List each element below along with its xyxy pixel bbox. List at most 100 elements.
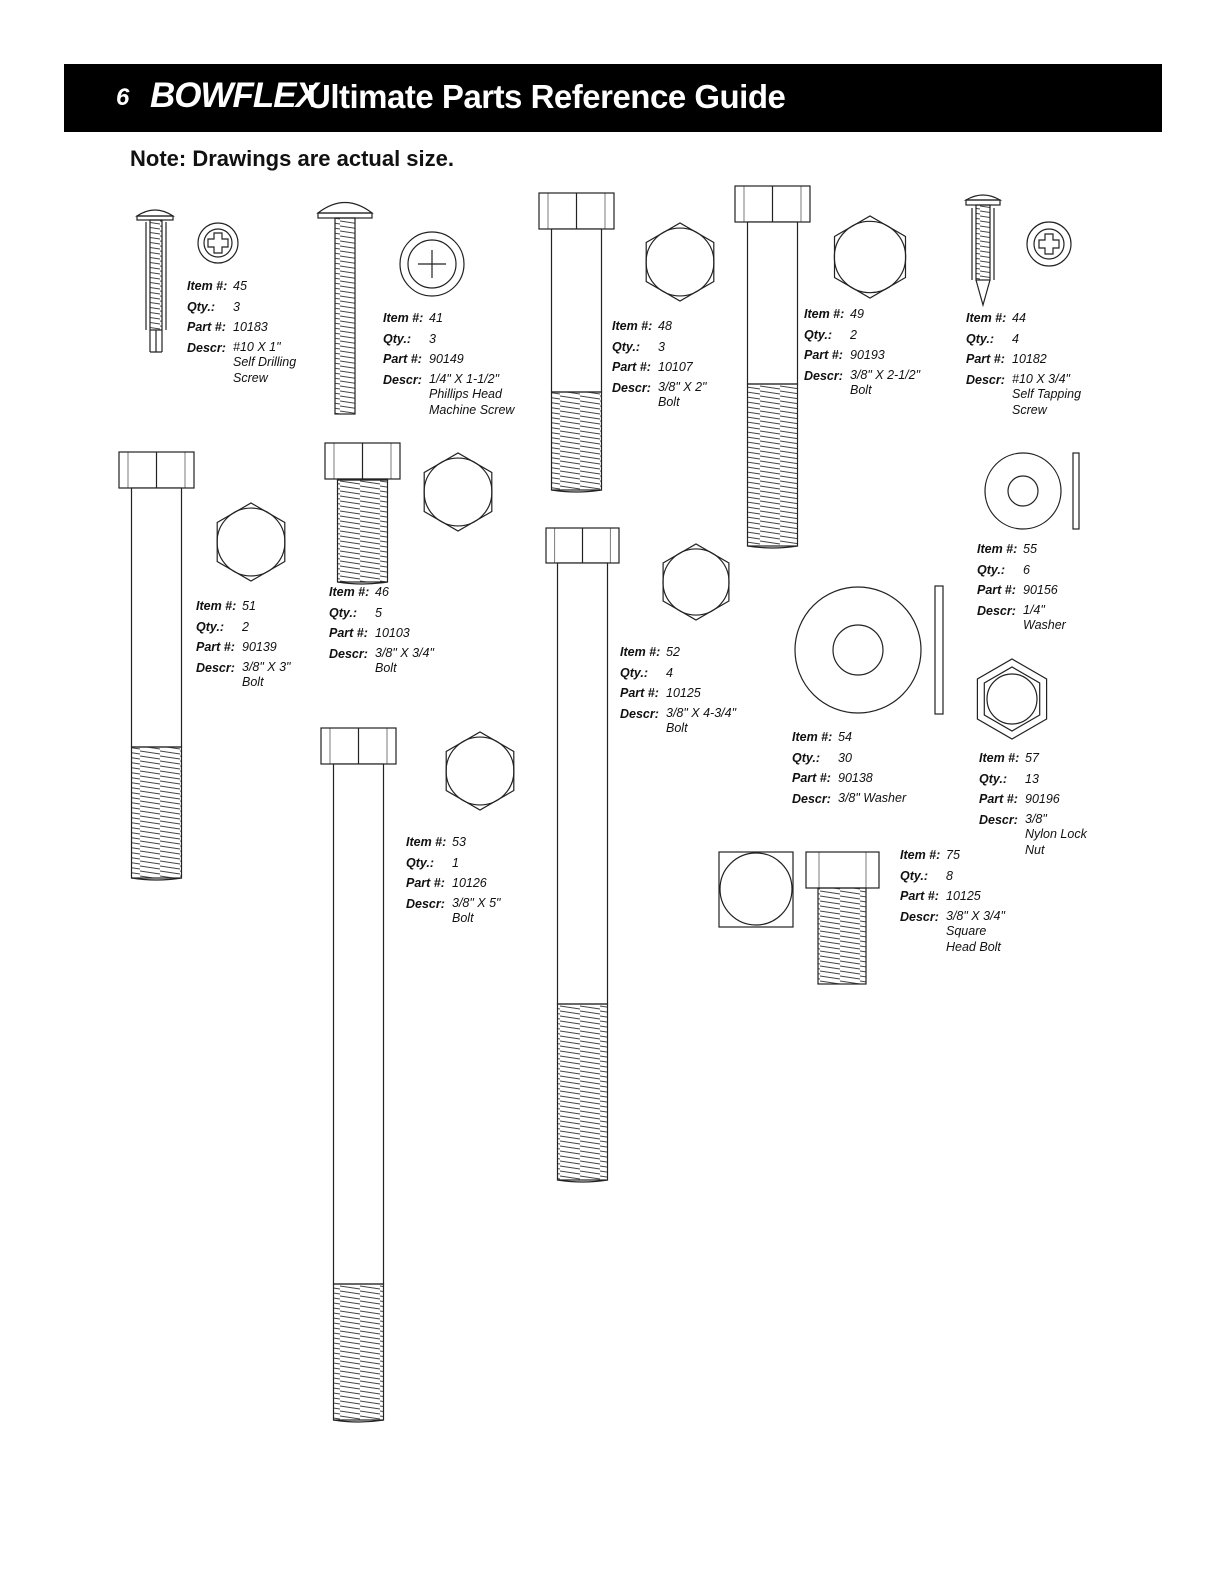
descr-line: Screw <box>1012 402 1047 417</box>
qty-value: 5 <box>375 605 382 620</box>
descr-line: 3/8" X 3/4" <box>375 645 434 660</box>
descr-line: Machine Screw <box>429 402 515 417</box>
descr-line: Phillips Head <box>429 387 502 402</box>
page-title: Ultimate Parts Reference Guide <box>307 78 786 115</box>
part-value: 90139 <box>242 640 277 655</box>
descr-key: Descr: <box>196 660 235 675</box>
part-value: 10103 <box>375 626 410 641</box>
part-value: 10125 <box>946 889 981 904</box>
brand-logo: BOWFLEX <box>150 76 319 115</box>
qty-key: Qty.: <box>383 331 412 346</box>
descr-value: 3/8" X 3/4"Bolt <box>375 644 434 677</box>
qty-key: Qty.: <box>406 855 435 870</box>
qty-value: 8 <box>946 868 953 883</box>
qty-key: Qty.: <box>620 665 649 680</box>
item-value: 53 <box>452 835 466 849</box>
item-55-drawing <box>984 452 1080 530</box>
qty-key: Qty.: <box>979 771 1008 786</box>
descr-key: Descr: <box>900 909 939 924</box>
descr-line: 3/8" X 3" <box>242 659 291 674</box>
descr-line: #10 X 3/4" <box>1012 371 1070 386</box>
item-value: 55 <box>1023 542 1037 556</box>
part-value: 90138 <box>838 771 873 786</box>
part-value: 10183 <box>233 320 268 335</box>
item-value: 46 <box>375 585 389 599</box>
descr-key: Descr: <box>406 896 445 911</box>
descr-line: 3/8" X 2-1/2" <box>850 367 921 382</box>
descr-line: 3/8" Washer <box>838 790 907 805</box>
descr-value: 1/4"Washer <box>1023 601 1066 634</box>
item-53-drawing <box>320 727 515 1423</box>
item-key: Item #: <box>620 645 661 659</box>
item-key: Item #: <box>979 751 1020 765</box>
descr-line: 3/8" X 3/4" <box>946 908 1005 923</box>
item-46-drawing <box>324 442 493 585</box>
item-key: Item #: <box>187 279 228 293</box>
part-key: Part #: <box>966 352 1005 367</box>
item-48-drawing <box>538 192 715 493</box>
qty-key: Qty.: <box>966 331 995 346</box>
item-44-drawing <box>963 194 1072 308</box>
qty-key: Qty.: <box>612 339 641 354</box>
part-value: 10182 <box>1012 352 1047 367</box>
descr-value: 3/8" X 4-3/4"Bolt <box>666 704 736 737</box>
page-header: 6 BOWFLEX Ultimate Parts Reference Guide <box>64 64 1162 132</box>
descr-line: 3/8" X 5" <box>452 895 501 910</box>
descr-line: Nut <box>1025 842 1045 857</box>
qty-key: Qty.: <box>977 562 1006 577</box>
part-key: Part #: <box>329 626 368 641</box>
part-value: 10126 <box>452 876 487 891</box>
descr-value: 3/8" X 5"Bolt <box>452 894 501 927</box>
descr-value: 3/8" Washer <box>838 789 906 807</box>
descr-line: Screw <box>233 370 268 385</box>
qty-value: 4 <box>666 665 673 680</box>
descr-line: Square <box>946 924 987 939</box>
qty-key: Qty.: <box>804 327 833 342</box>
descr-line: Head Bolt <box>946 939 1001 954</box>
item-key: Item #: <box>329 585 370 599</box>
qty-value: 30 <box>838 750 852 765</box>
descr-line: 1/4" X 1-1/2" <box>429 371 500 386</box>
item-41-drawing <box>316 201 465 415</box>
descr-line: 3/8" X 4-3/4" <box>666 705 737 720</box>
item-key: Item #: <box>383 311 424 325</box>
item-value: 75 <box>946 848 960 862</box>
qty-value: 3 <box>658 339 665 354</box>
descr-line: Bolt <box>375 661 397 676</box>
part-key: Part #: <box>979 792 1018 807</box>
part-key: Part #: <box>804 348 843 363</box>
part-value: 90149 <box>429 352 464 367</box>
item-key: Item #: <box>612 319 653 333</box>
descr-line: Bolt <box>850 383 872 398</box>
item-value: 49 <box>850 307 864 321</box>
descr-key: Descr: <box>792 791 831 806</box>
part-key: Part #: <box>406 876 445 891</box>
part-key: Part #: <box>383 352 422 367</box>
item-value: 52 <box>666 645 680 659</box>
part-key: Part #: <box>612 360 651 375</box>
item-key: Item #: <box>900 848 941 862</box>
part-key: Part #: <box>900 889 939 904</box>
descr-line: Self Tapping <box>1012 387 1082 402</box>
part-key: Part #: <box>620 686 659 701</box>
descr-key: Descr: <box>383 372 422 387</box>
descr-line: 3/8" X 2" <box>658 379 707 394</box>
item-value: 48 <box>658 319 672 333</box>
item-key: Item #: <box>977 542 1018 556</box>
item-49-drawing <box>734 185 907 549</box>
qty-value: 6 <box>1023 562 1030 577</box>
descr-key: Descr: <box>979 812 1018 827</box>
part-value: 90193 <box>850 348 885 363</box>
item-value: 54 <box>838 730 852 744</box>
qty-key: Qty.: <box>196 619 225 634</box>
item-value: 41 <box>429 311 443 325</box>
qty-value: 3 <box>429 331 436 346</box>
descr-key: Descr: <box>187 340 226 355</box>
descr-line: Nylon Lock <box>1025 827 1087 842</box>
descr-line: Bolt <box>452 911 474 926</box>
